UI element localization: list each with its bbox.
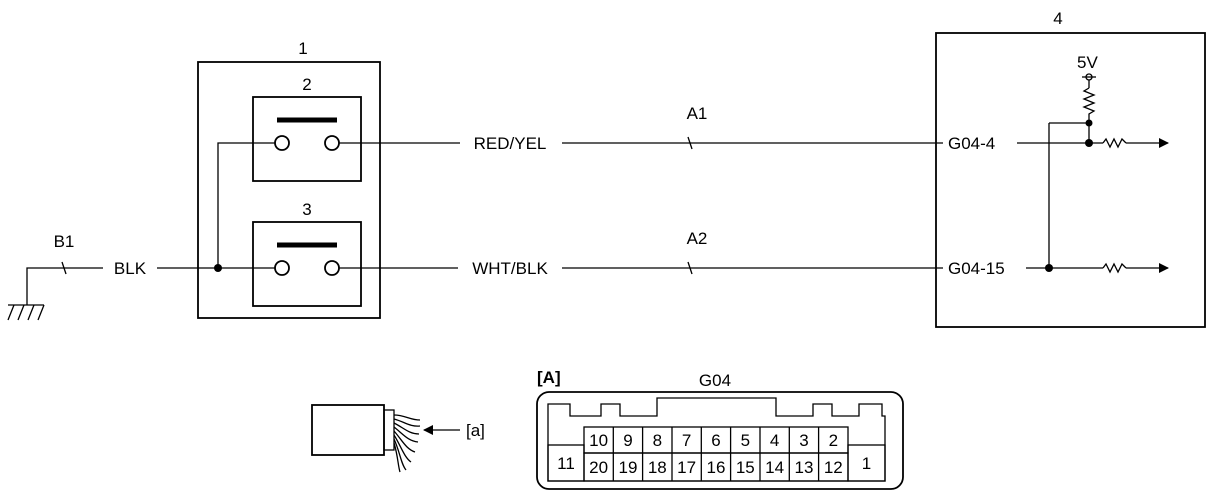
pin-20: 20 <box>589 458 608 477</box>
input-resistor-upper-icon <box>1102 137 1127 149</box>
switch-lower-label: 3 <box>302 200 311 219</box>
input-resistor-lower-icon <box>1102 262 1127 274</box>
wire-a2: WHT/BLK A2 <box>339 229 943 278</box>
supply-voltage-label: 5V <box>1077 53 1098 72</box>
connector-top-row: 10 9 8 7 6 5 4 3 2 <box>583 426 849 454</box>
pin-17: 17 <box>677 458 696 477</box>
connector-g04: [A] G04 10 9 8 7 6 5 4 3 2 <box>536 368 904 490</box>
pin-5: 5 <box>741 431 750 450</box>
switch-unit-label: 1 <box>298 39 307 58</box>
ground-wire-ref: B1 <box>54 232 75 251</box>
control-module: 4 G04-4 G04-15 5V <box>935 9 1206 328</box>
switch-unit: 1 2 3 <box>197 39 381 319</box>
switch-upper: 2 <box>252 75 362 182</box>
connector-name: G04 <box>699 371 731 390</box>
switch-upper-label: 2 <box>302 75 311 94</box>
pin-3: 3 <box>799 431 808 450</box>
ground-symbol-icon <box>7 304 45 321</box>
pin-7: 7 <box>682 431 691 450</box>
connector-view-tag: [A] <box>537 368 561 387</box>
switch-lower: 3 <box>252 200 362 307</box>
pin-8: 8 <box>653 431 662 450</box>
pin-16: 16 <box>707 458 726 477</box>
ground-wire-color: BLK <box>114 259 147 278</box>
module-pin-upper: G04-4 <box>948 134 995 153</box>
pin-6: 6 <box>711 431 720 450</box>
pin-1: 1 <box>862 454 871 473</box>
pin-13: 13 <box>795 458 814 477</box>
wire-a2-color: WHT/BLK <box>472 259 548 278</box>
wire-a1: RED/YEL A1 <box>339 104 943 153</box>
pullup-resistor-icon <box>1082 87 1096 123</box>
harness-tag: [a] <box>466 421 485 440</box>
harness-connector-icon: [a] <box>311 404 485 473</box>
ground-wire: BLK B1 <box>7 232 218 321</box>
pin-9: 9 <box>623 431 632 450</box>
pin-19: 19 <box>619 458 638 477</box>
wire-a1-ref: A1 <box>687 104 708 123</box>
module-pin-lower: G04-15 <box>948 259 1005 278</box>
pin-4: 4 <box>770 431 779 450</box>
connector-bottom-row: 11 20 19 18 17 16 15 14 13 12 1 <box>547 444 886 482</box>
wire-a2-ref: A2 <box>687 229 708 248</box>
pin-11: 11 <box>557 454 575 473</box>
pin-2: 2 <box>829 431 838 450</box>
pin-18: 18 <box>648 458 667 477</box>
pin-15: 15 <box>736 458 755 477</box>
pin-14: 14 <box>765 458 784 477</box>
pin-10: 10 <box>589 431 608 450</box>
control-module-label: 4 <box>1053 9 1062 28</box>
pin-12: 12 <box>824 458 843 477</box>
wire-a1-color: RED/YEL <box>474 134 547 153</box>
